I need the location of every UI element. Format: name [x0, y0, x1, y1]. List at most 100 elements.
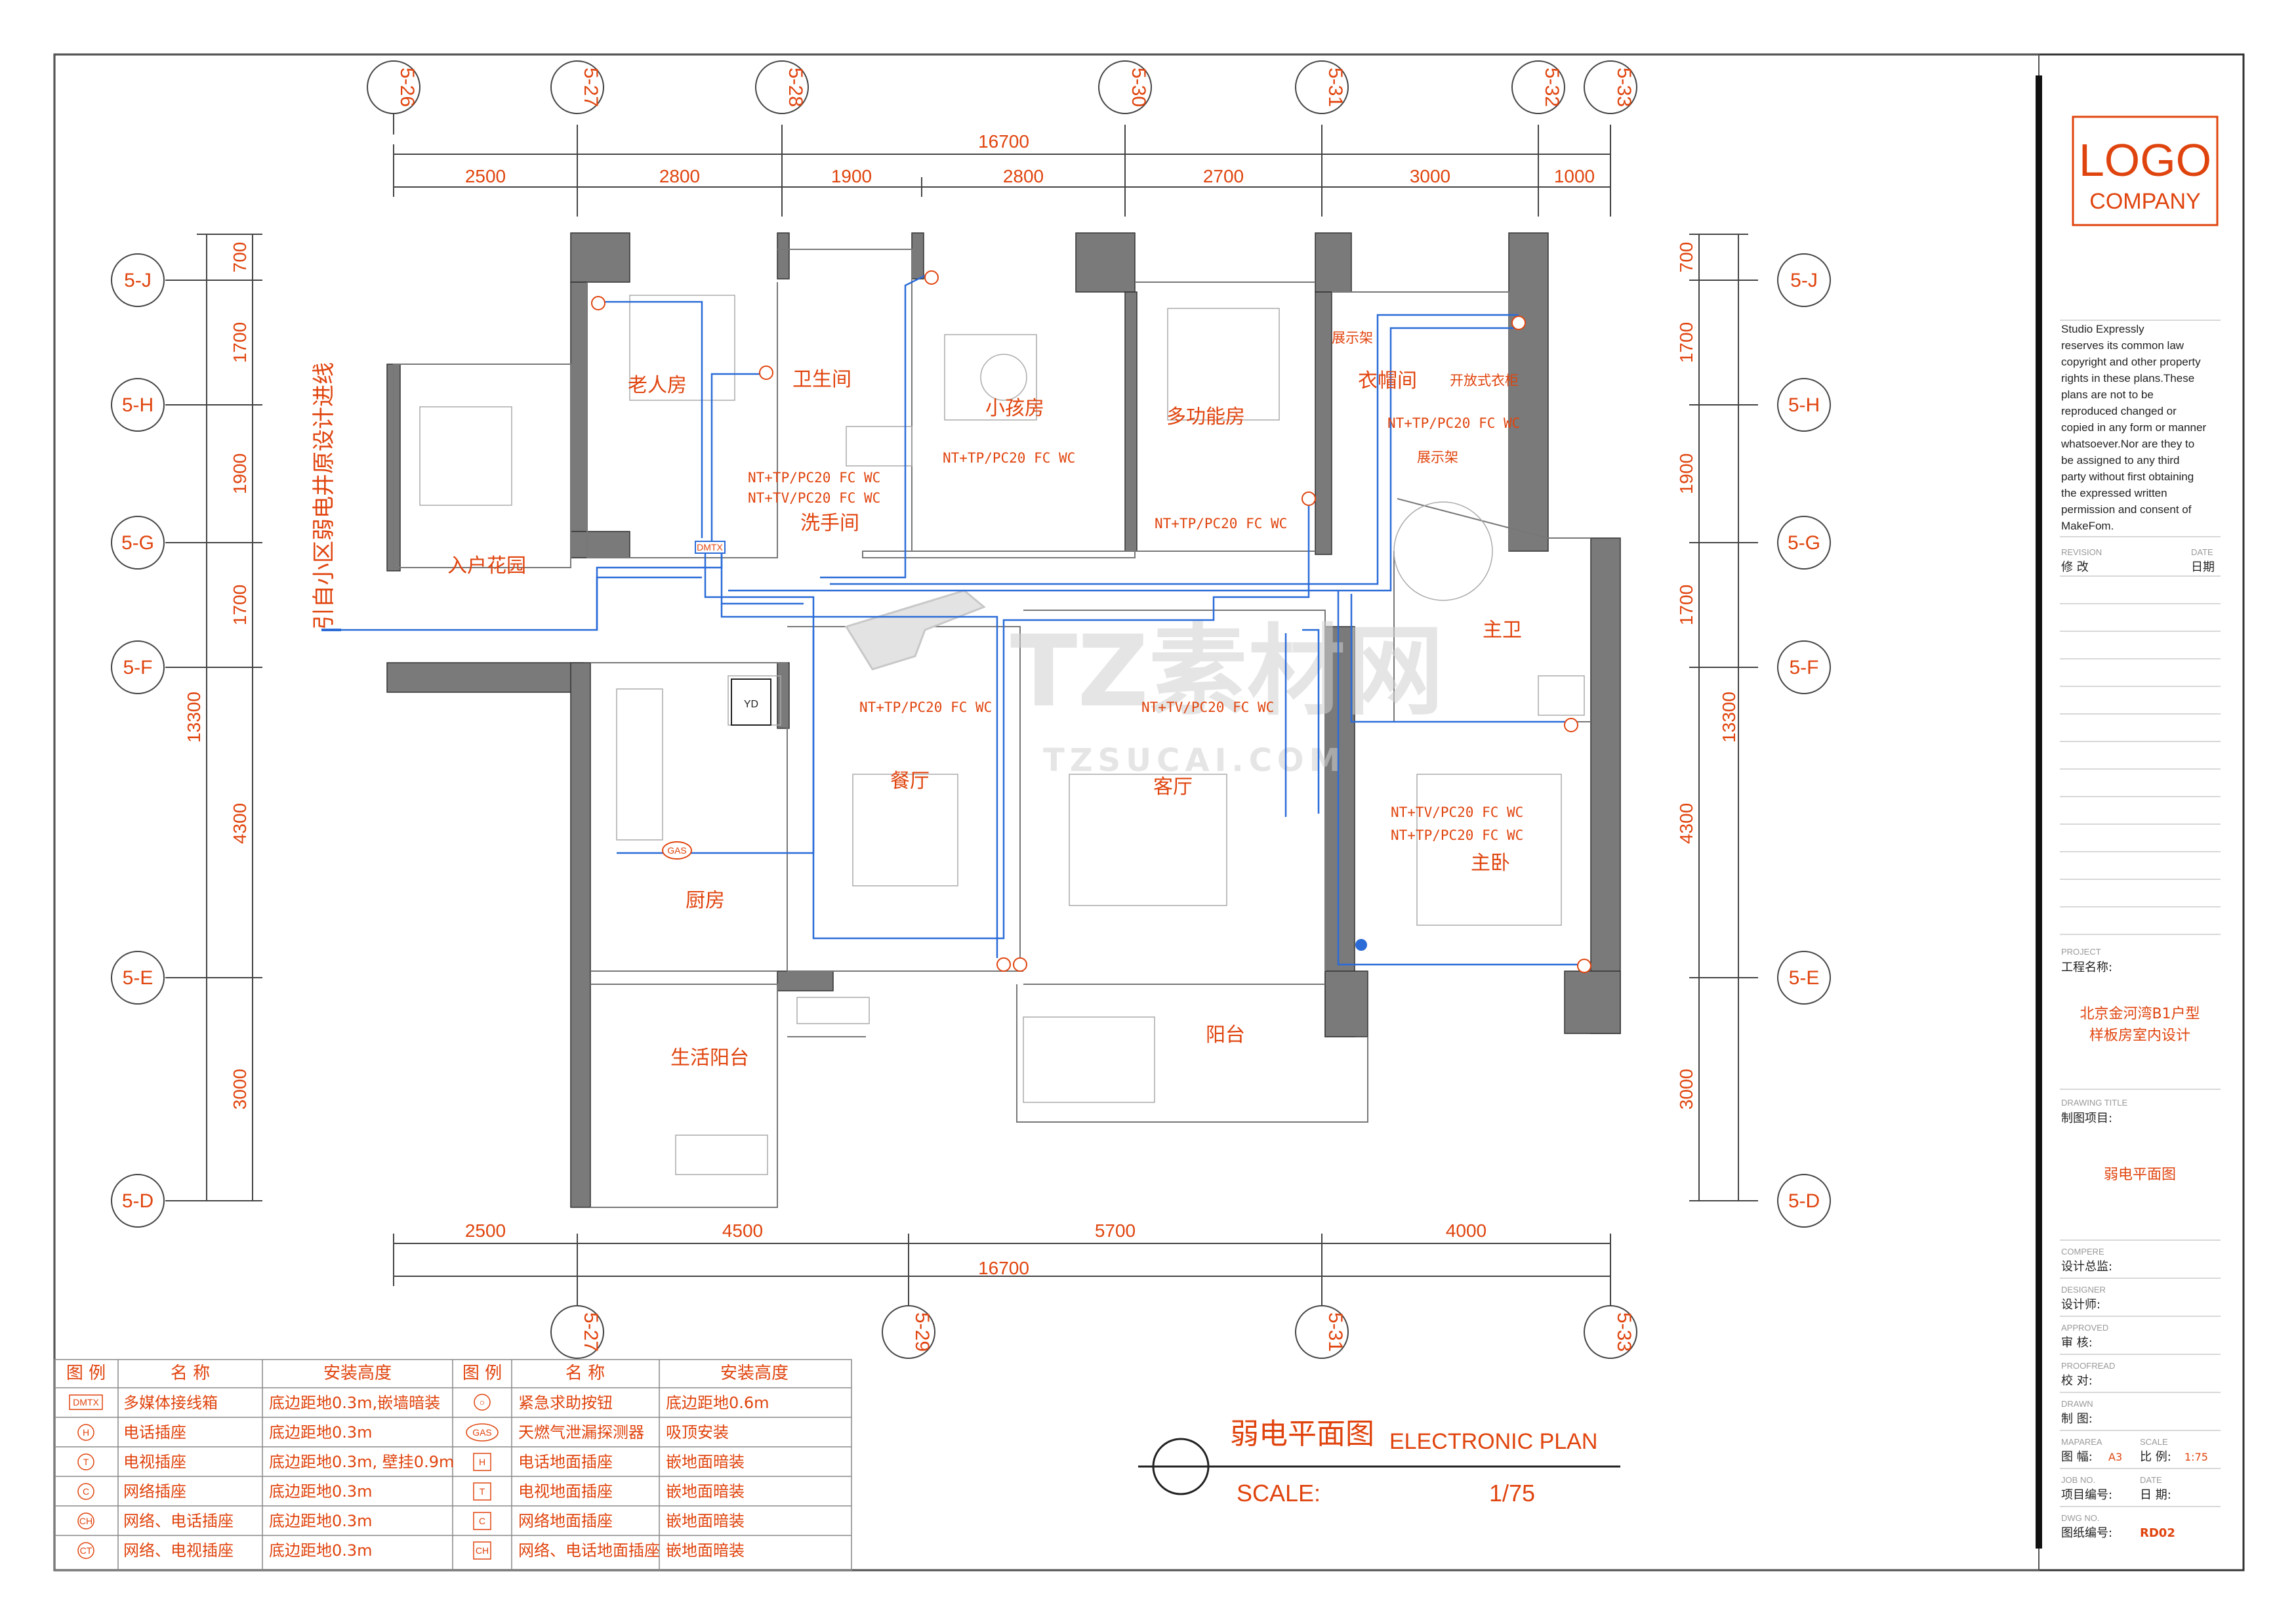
axis-top-1: 5-26: [396, 68, 418, 107]
date2-en: DATE: [2140, 1475, 2162, 1485]
notice-line-1: Studio Expressly: [2061, 323, 2144, 335]
legend-height-r2: 吸顶安装: [666, 1423, 729, 1442]
watermark-url: TZSUCAI.COM: [1043, 742, 1345, 779]
bottom-dim-3: 5700: [1095, 1220, 1136, 1241]
revision-en: REVISION: [2061, 547, 2102, 557]
yd-label: YD: [744, 699, 758, 710]
project-en: PROJECT: [2061, 947, 2101, 957]
drawing-title-block: [1138, 1438, 1620, 1495]
revision-cn: 修 改: [2061, 560, 2089, 574]
wiring-node: [1355, 939, 1367, 951]
legend-name-r6: 网络、电话地面插座: [518, 1541, 660, 1560]
compere-cn: 设计总监:: [2061, 1260, 2112, 1274]
yd-box: [731, 678, 771, 726]
legend-height-r6: 嵌地面暗装: [666, 1541, 745, 1560]
room-elder: 老人房: [628, 374, 687, 397]
drawing-frame: [54, 54, 2040, 1571]
legend-name-l1: 多媒体接线箱: [123, 1394, 218, 1412]
room-dining: 餐厅: [890, 770, 930, 793]
room-kitchen: 厨房: [686, 889, 725, 912]
drawing-name: 弱电平面图: [2104, 1167, 2176, 1183]
jobno-en: JOB NO.: [2061, 1475, 2095, 1485]
left-dim-1: 700: [230, 242, 250, 273]
bottom-dim-1: 2500: [465, 1220, 506, 1241]
legend-sym-l2: H: [83, 1427, 89, 1438]
right-total-dim: 13300: [1719, 692, 1739, 743]
wiring: [321, 274, 1588, 966]
maparea-value: A3: [2108, 1451, 2122, 1463]
legend-sym-r4: T: [480, 1486, 485, 1497]
legend-h5: 名 称: [565, 1364, 605, 1383]
bottom-dim-4: 4000: [1446, 1220, 1486, 1241]
axis-left-2: 5-H: [122, 394, 154, 416]
legend-height-r1: 底边距地0.6m: [666, 1394, 769, 1412]
room-balcony: 阳台: [1206, 1024, 1245, 1047]
legend-name-l3: 电视插座: [123, 1453, 186, 1471]
notice-line-10: party without first obtaining: [2061, 470, 2194, 483]
drawn-cn: 制 图:: [2061, 1412, 2093, 1426]
axis-left-5: 5-E: [123, 967, 154, 989]
drawn-en: DRAWN: [2061, 1399, 2093, 1409]
notice-line-6: reproduced changed or: [2061, 405, 2177, 417]
legend-right-symbols: [466, 1394, 499, 1560]
ann-living-tv: NT+TV/PC20 FC WC: [1141, 699, 1274, 715]
notice-line-4: rights in these plans.These: [2061, 372, 2194, 385]
scale-label: SCALE:: [1237, 1480, 1321, 1507]
legend-sym-r1: ○: [480, 1397, 485, 1407]
proofread-en: PROOFREAD: [2061, 1361, 2115, 1371]
top-total-dim: 16700: [978, 131, 1029, 152]
ann-master-tv: NT+TV/PC20 FC WC: [1391, 804, 1523, 820]
axis-right-4: 5-F: [1790, 657, 1819, 678]
date2-cn: 日 期:: [2140, 1488, 2171, 1502]
top-dim-6: 3000: [1410, 166, 1450, 186]
dwgno-value: RD02: [2140, 1526, 2175, 1540]
legend-table: [54, 1359, 852, 1571]
legend-sym-l3: T: [83, 1457, 89, 1467]
top-dim-4: 2800: [1003, 166, 1044, 186]
legend-height-r4: 嵌地面暗装: [666, 1482, 745, 1501]
gas-symbol: [662, 841, 692, 860]
axis-bottom-1: 5-27: [580, 1312, 602, 1352]
axis-left-3: 5-G: [121, 532, 154, 554]
legend-name-r2: 天燃气泄漏探测器: [518, 1423, 644, 1442]
dwgno-cn: 图纸编号:: [2061, 1526, 2112, 1540]
watermark-brand: TZ素材网: [1010, 615, 1444, 729]
legend-height-l2: 底边距地0.3m: [269, 1423, 373, 1442]
legend-height-l1: 底边距地0.3m,嵌墙暗装: [269, 1394, 440, 1412]
top-dim-5: 2700: [1203, 166, 1244, 186]
notice-line-2: reserves its common law: [2061, 339, 2184, 352]
approved-en: APPROVED: [2061, 1323, 2108, 1333]
room-wash: 洗手间: [800, 512, 859, 535]
dmtx-label: DMTX: [697, 542, 723, 552]
legend-sym-l4: C: [83, 1486, 89, 1497]
scale-value: 1/75: [1489, 1480, 1535, 1507]
revision-rows: [2060, 575, 2221, 935]
legend-h1: 图 例: [66, 1364, 106, 1383]
legend-name-r5: 网络地面插座: [518, 1512, 613, 1530]
ann-elder-tv: NT+TV/PC20 FC WC: [748, 490, 880, 506]
axis-right-6: 5-D: [1788, 1190, 1820, 1212]
axis-top-7: 5-33: [1613, 68, 1635, 107]
axis-bottom-4: 5-33: [1613, 1312, 1635, 1352]
room-closet: 衣帽间: [1358, 369, 1417, 392]
legend-name-l4: 网络插座: [123, 1482, 186, 1501]
furniture: [419, 295, 1585, 1175]
axis-left-6: 5-D: [122, 1190, 154, 1212]
drawing-title-en: DRAWING TITLE: [2061, 1098, 2127, 1108]
notice-line-8: whatsoever.Nor are they to: [2060, 438, 2194, 450]
legend-height-l6: 底边距地0.3m: [269, 1541, 373, 1560]
watermark: TZ素材网 TZSUCAI.COM: [844, 589, 1444, 779]
axis-left-1: 5-J: [124, 270, 152, 291]
legend-height-l4: 底边距地0.3m: [269, 1482, 373, 1501]
left-dimensions: [165, 234, 262, 1201]
room-display1: 展示架: [1332, 330, 1373, 346]
bottom-dimensions: [393, 1234, 1611, 1306]
room-living: 客厅: [1153, 776, 1193, 799]
legend-h6: 安装高度: [720, 1364, 789, 1383]
date-en: DATE: [2191, 547, 2213, 557]
top-axis-bubbles: [367, 60, 1637, 114]
scale-tb-value: 1:75: [2184, 1451, 2208, 1463]
legend-sym-l1: DMTX: [73, 1397, 99, 1407]
room-multi: 多功能房: [1166, 406, 1245, 428]
